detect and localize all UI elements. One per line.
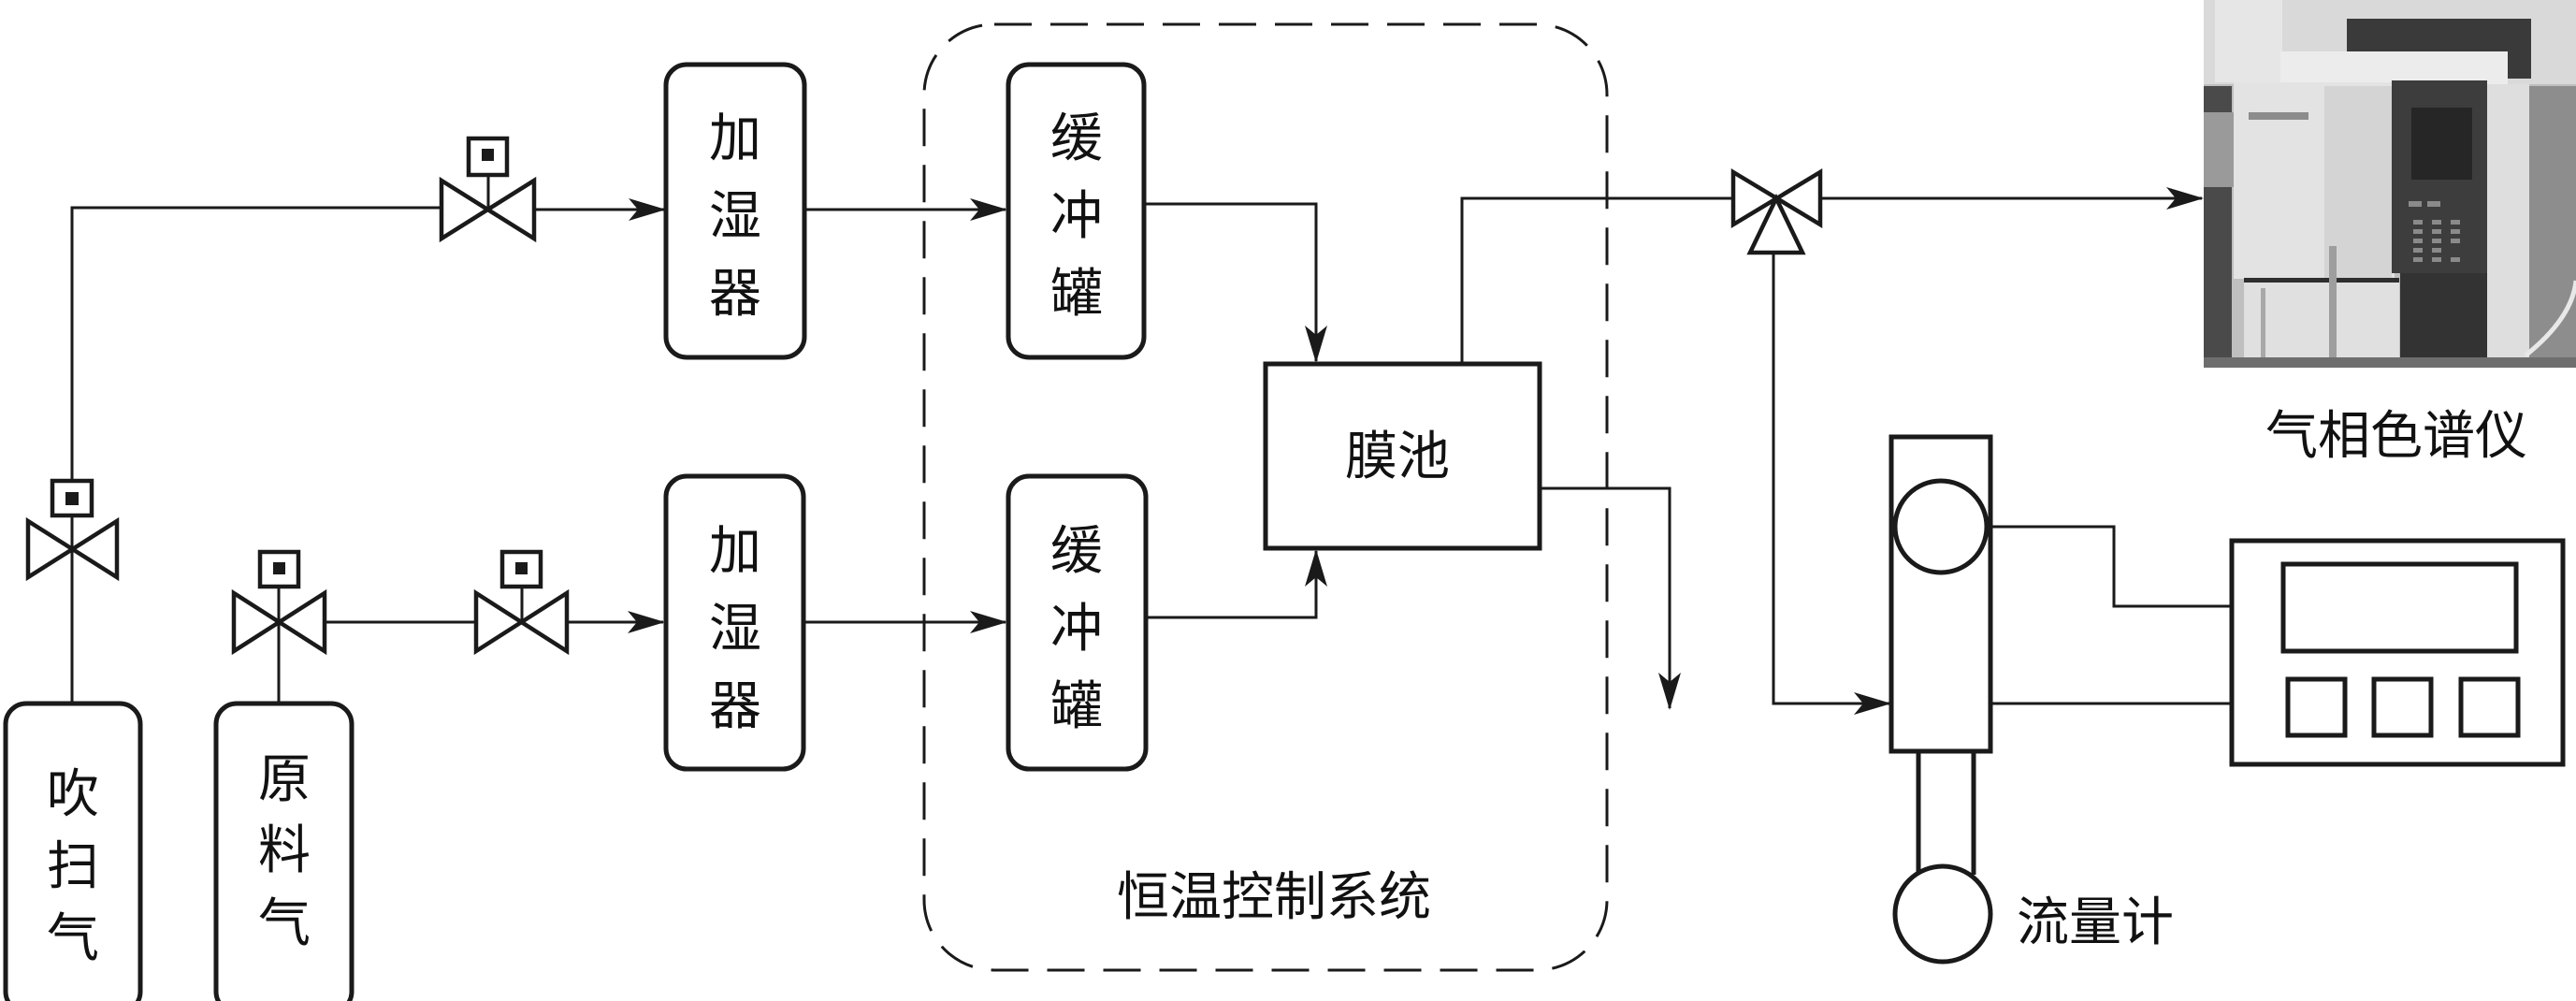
valve-actuator-icon <box>515 562 528 574</box>
humidifier-2-label-1: 加 <box>709 521 761 582</box>
humidifier-1-label-3: 器 <box>709 264 761 325</box>
valve-actuator-icon <box>482 149 494 161</box>
feed-gas-valve-2[interactable] <box>473 549 570 656</box>
display-screen <box>2280 561 2519 654</box>
sweep-gas-label-3: 气 <box>47 908 99 969</box>
buffer-tank-2: 缓 冲 罐 <box>1006 473 1149 772</box>
permeate-pipe <box>1460 196 1731 363</box>
humidifier-2-label-2: 湿 <box>709 599 761 660</box>
buffer-tank-2-label-3: 罐 <box>1050 676 1103 737</box>
feed-gas-label-3: 气 <box>258 893 311 954</box>
membrane-cell-label: 膜池 <box>1345 427 1450 487</box>
valve-to-flowmeter-pipe <box>1772 254 1891 715</box>
humidifier-2-label-3: 器 <box>709 676 761 737</box>
gas-chromatograph-photo <box>2204 0 2576 368</box>
buffer-tank-1-label-3: 罐 <box>1050 264 1103 325</box>
feed-gas-cylinder: 原 料 气 <box>213 701 355 1001</box>
sweep-line-valve[interactable] <box>439 136 537 243</box>
flowmeter-label: 流量计 <box>2017 892 2174 953</box>
retentate-pipe <box>1540 486 1681 710</box>
buffer-tank-2-label-1: 缓 <box>1050 521 1103 582</box>
feed-gas-valve-1[interactable] <box>231 549 327 656</box>
buffer-tank-2-label-2: 冲 <box>1050 599 1103 660</box>
valve-actuator-icon <box>273 562 285 574</box>
display-button-1[interactable] <box>2285 676 2348 738</box>
thermostat-system-label: 恒温控制系统 <box>1117 867 1431 928</box>
flowmeter-signal-wire <box>1990 525 2230 608</box>
feed-gas-label-1: 原 <box>258 749 311 810</box>
tank1-to-membrane-pipe <box>1144 202 1327 363</box>
sweep-gas-valve[interactable] <box>25 478 120 704</box>
buffer-tank-1-label-1: 缓 <box>1050 109 1103 169</box>
three-way-valve[interactable] <box>1730 168 1823 255</box>
gas-chromatograph-label: 气相色谱仪 <box>2265 406 2527 467</box>
membrane-cell: 膜池 <box>1263 361 1542 551</box>
feed-gas-label-2: 料 <box>258 820 311 881</box>
flow-display-unit <box>2229 538 2566 767</box>
humidifier-1-label-2: 湿 <box>709 186 761 247</box>
humidifier-2: 加 湿 器 <box>663 473 806 772</box>
sweep-gas-label-2: 扫 <box>47 836 99 897</box>
display-button-3[interactable] <box>2458 676 2521 738</box>
sweep-gas-cylinder: 吹 扫 气 <box>3 701 143 1001</box>
tank2-to-membrane-pipe <box>1146 549 1327 619</box>
buffer-tank-1-label-2: 冲 <box>1050 186 1103 247</box>
humidifier-1-label-1: 加 <box>709 109 761 169</box>
valve-actuator-icon <box>65 492 79 505</box>
sweep-gas-label-1: 吹 <box>47 764 99 825</box>
buffer-tank-1: 缓 冲 罐 <box>1006 62 1147 360</box>
flowmeter <box>1889 434 1993 965</box>
humidifier-1: 加 湿 器 <box>663 62 807 360</box>
display-button-2[interactable] <box>2371 676 2434 738</box>
